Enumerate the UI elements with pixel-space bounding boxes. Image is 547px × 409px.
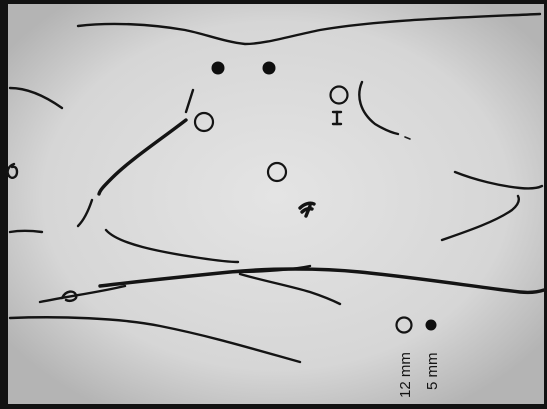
legend-12mm-label: 12 mm: [397, 352, 414, 398]
legend-5mm-symbol: [426, 320, 437, 331]
lower-left-line: [10, 231, 42, 232]
diagram-panel: [8, 4, 544, 404]
port-5mm-right: [263, 62, 276, 75]
port-5mm-left: [212, 62, 225, 75]
legend-5mm-label: 5 mm: [424, 353, 441, 391]
